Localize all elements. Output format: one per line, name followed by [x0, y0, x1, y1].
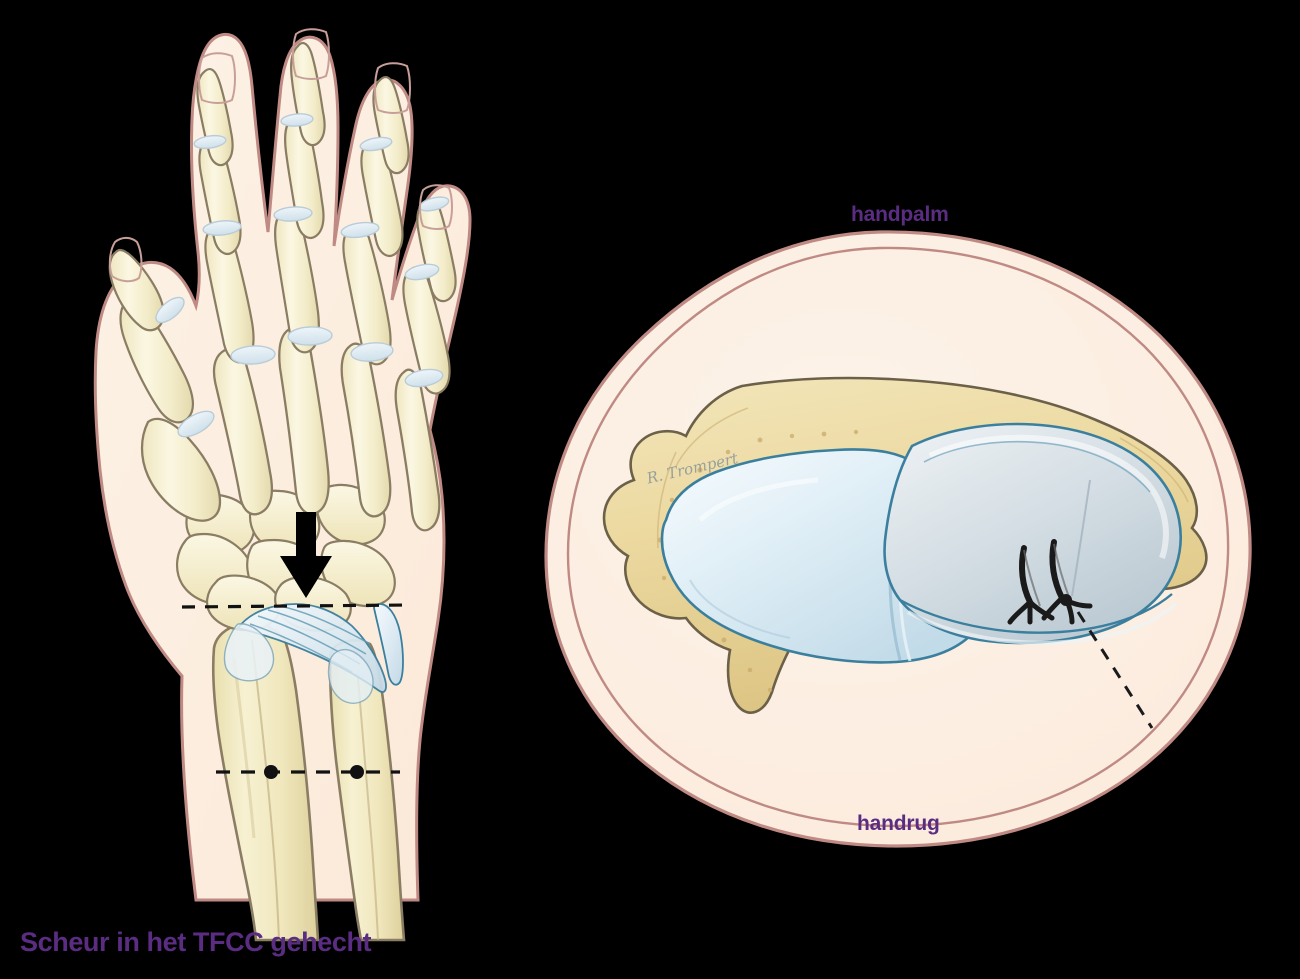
- suture-stitches: [1007, 539, 1093, 625]
- forearm-section-line: [216, 765, 400, 779]
- joint-cartilage: [155, 113, 450, 438]
- down-arrow-indicator: [280, 512, 332, 598]
- tfcc-disc-dorsal: [883, 422, 1182, 645]
- metacarpal-bones: [140, 326, 441, 532]
- label-handrug: handrug: [857, 812, 940, 835]
- figure-caption: Scheur in het TFCC gehecht: [20, 927, 372, 957]
- label-handpalm: handpalm: [851, 203, 949, 226]
- suture-leader-dashed-line: [1076, 611, 1154, 729]
- wrist-section-dashed-line: [181, 603, 409, 609]
- tfcc-ligament: [223, 603, 404, 704]
- fingernails: [108, 28, 453, 283]
